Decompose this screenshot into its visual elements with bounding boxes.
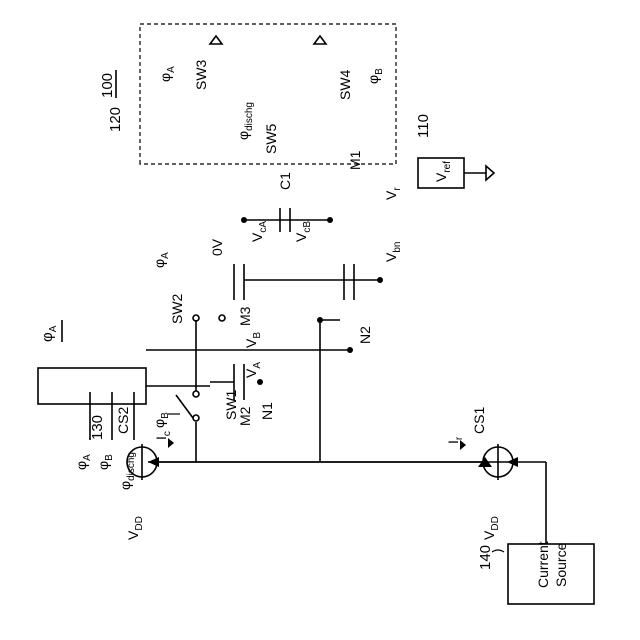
vref-label: Vref	[433, 161, 453, 182]
sw4-ground-icon	[314, 36, 326, 44]
node-vb-label: VB	[243, 332, 263, 348]
node-vcb-label: VcB	[293, 221, 313, 242]
cs2-supply: VDD	[125, 516, 145, 540]
m2-label: M2	[237, 406, 253, 426]
sw1-contact-a	[193, 415, 199, 421]
cs1-supply: VDD	[481, 516, 501, 540]
zero-volt-label: 0V	[209, 238, 225, 256]
sw3-ground-icon	[210, 36, 222, 44]
vref-ground-icon	[486, 166, 494, 180]
out-phi-b-label: φB	[95, 454, 115, 470]
sw5-label: SW5	[263, 123, 279, 154]
sw4-phase: φB	[365, 68, 385, 84]
node-va-label: VA	[243, 362, 263, 378]
switch-group-ref: 120	[107, 107, 124, 132]
node-n1	[257, 379, 263, 385]
current-source-label-line1: Current	[535, 541, 551, 588]
cs1-current-arrow	[460, 440, 466, 450]
cs2-name: CS2	[115, 407, 131, 434]
current-source-ref: 140	[477, 545, 494, 570]
node-vbn-label: Vbn	[383, 242, 403, 262]
node-vca	[241, 217, 247, 223]
out-phi-a-label: φA	[73, 454, 93, 470]
sw5-phase: φdischg	[235, 102, 255, 140]
current-source-label-line2: Source	[553, 542, 569, 587]
cs2-current: Ic	[153, 431, 173, 440]
m1-label: M1	[347, 150, 363, 170]
node-n2-label: N2	[357, 326, 373, 344]
figure-number: 100	[99, 73, 116, 98]
vref-ref: 110	[415, 114, 432, 138]
node-n1-label: N1	[259, 402, 275, 420]
sw1-contact-b	[193, 391, 199, 397]
sw3-label: SW3	[193, 59, 209, 90]
node-vr-label: Vr	[383, 187, 403, 200]
sw2-contact-b	[219, 315, 225, 321]
node-vca-label: VcA	[249, 221, 269, 242]
phase-label: φA	[39, 325, 59, 342]
sw2-name: SW2	[169, 293, 185, 324]
controller-ref: 130	[89, 415, 106, 440]
cs1-name: CS1	[471, 407, 487, 434]
node-m1-drain	[317, 317, 323, 323]
sw2-phase: φA	[151, 252, 171, 268]
cs2-current-arrow	[168, 438, 174, 448]
sw4-label: SW4	[337, 69, 353, 100]
node-vbn	[377, 277, 383, 283]
sw3-phase: φA	[157, 66, 177, 82]
controller-block	[38, 368, 146, 404]
current-source-block	[508, 544, 594, 604]
c1-label: C1	[277, 172, 293, 190]
node-vcb	[327, 217, 333, 223]
m3-label: M3	[237, 306, 253, 326]
out-phi-dischg-label: φdischg	[117, 452, 137, 490]
